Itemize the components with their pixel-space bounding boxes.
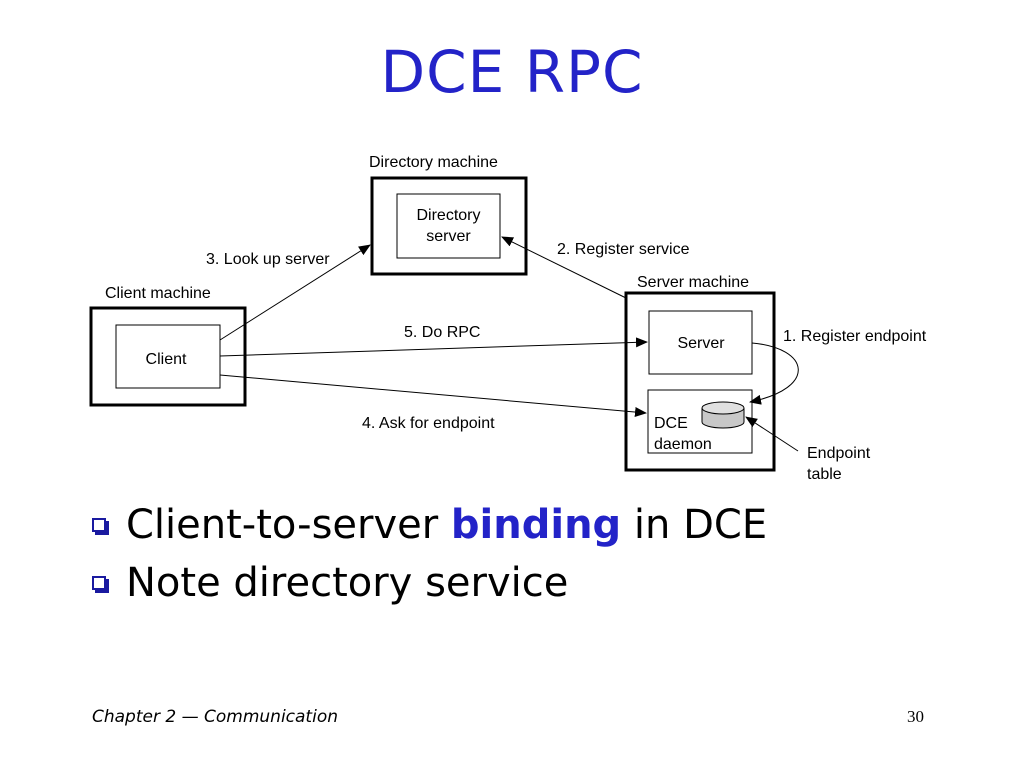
footer-chapter-label: Chapter 2 (92, 707, 177, 727)
arrow-register-endpoint (749, 342, 799, 405)
directory-server-box (396, 193, 501, 259)
bullet-text-highlight: binding (450, 502, 622, 548)
server-label: Server (677, 335, 725, 352)
bullet-square-icon (92, 576, 106, 590)
endpoint-table-label-line2: table (807, 466, 842, 483)
step1-label: 1. Register endpoint (783, 328, 927, 345)
footer-chapter: Chapter 2 — Communication (92, 706, 338, 728)
endpoint-table-label-line1: Endpoint (807, 445, 871, 462)
bullet-text: Note directory service (126, 560, 569, 606)
bullet-square-icon (92, 518, 106, 532)
directory-server-label-line1: Directory (416, 207, 480, 224)
dce-daemon-label-line1: DCE (654, 415, 688, 432)
page-number: 30 (907, 707, 924, 726)
client-label: Client (146, 351, 187, 368)
step4-label: 4. Ask for endpoint (362, 415, 495, 432)
step2-label: 2. Register service (557, 241, 690, 258)
endpoint-table-pointer-arrow (745, 416, 799, 452)
directory-machine-label: Directory machine (369, 154, 498, 171)
bullet-item-binding: Client-to-server binding in DCE (90, 498, 767, 556)
server-box (648, 310, 753, 375)
client-box (115, 324, 221, 389)
step5-label: 5. Do RPC (404, 324, 480, 341)
footer-topic: Communication (204, 707, 338, 727)
arrow-register-service (501, 236, 627, 299)
arrow-do-rpc (219, 337, 648, 357)
arrow-ask-for-endpoint (219, 374, 647, 418)
directory-server-label-line2: server (426, 228, 471, 245)
dce-daemon-label-line2: daemon (654, 436, 712, 453)
step3-label: 3. Look up server (206, 251, 330, 268)
arrow-look-up-server (219, 244, 371, 341)
client-machine-label: Client machine (105, 285, 211, 302)
bullet-item-directory: Note directory service (90, 556, 767, 614)
bullet-list: Client-to-server binding in DCE Note dir… (90, 498, 767, 614)
bullet-text-prefix: Client-to-server (126, 502, 451, 548)
footer-dash: — (181, 707, 199, 727)
slide-title: DCE RPC (380, 38, 644, 106)
endpoint-table-cylinder-icon (701, 401, 745, 429)
server-machine-label: Server machine (637, 274, 749, 291)
bullet-text-suffix: in DCE (621, 502, 768, 548)
